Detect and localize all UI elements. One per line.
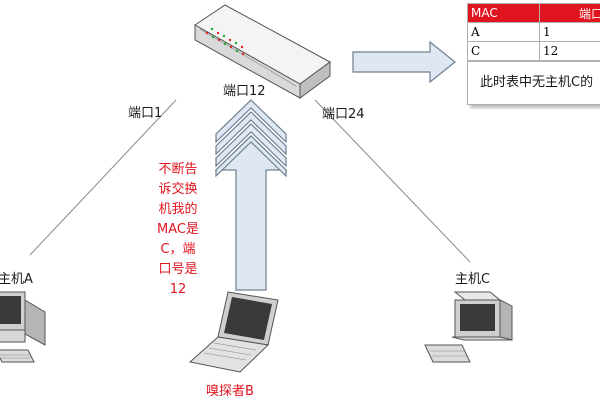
spoof-message: 不断告 诉交换 机我的 MAC是 C，端 口号是 12	[146, 160, 210, 300]
port1-label: 端口1	[128, 106, 163, 121]
link-host-a	[29, 99, 177, 256]
mac-table-header: MAC 端口	[467, 3, 600, 23]
port24-label: 端口24	[322, 107, 365, 122]
table-row: C 12	[467, 41, 600, 61]
port12-label: 端口12	[223, 84, 266, 99]
spoof-line: 机我的	[158, 202, 198, 217]
sniffer-b-label: 嗅探者B	[206, 384, 254, 399]
spoof-line: 12	[169, 282, 187, 297]
link-host-c	[314, 99, 471, 263]
host-a-label: 主机A	[0, 272, 33, 287]
spoof-line: 诉交换	[158, 182, 198, 197]
spoof-arrow	[214, 99, 288, 291]
table-cell: 12	[539, 41, 600, 61]
table-cell: A	[467, 22, 540, 42]
host-c-computer-icon	[424, 291, 513, 363]
spoof-line: MAC是	[157, 222, 199, 237]
sniffer-b-laptop-icon	[188, 291, 279, 373]
table-cell: 1	[539, 22, 600, 42]
host-a-computer-icon	[0, 291, 46, 363]
spoof-line: C，端	[160, 242, 196, 257]
table-note: 此时表中无主机C的	[467, 61, 600, 105]
port-header: 端口	[539, 3, 600, 23]
table-cell: C	[467, 41, 540, 61]
mac-table: MAC 端口 A 1 C 12	[467, 3, 600, 61]
spoof-line: 口号是	[158, 262, 198, 277]
table-arrow	[352, 40, 456, 84]
host-c-label: 主机C	[455, 272, 491, 287]
switch-icon	[194, 4, 331, 99]
spoof-line: 不断告	[158, 162, 198, 177]
table-row: A 1	[467, 22, 600, 42]
mac-header: MAC	[467, 3, 540, 23]
